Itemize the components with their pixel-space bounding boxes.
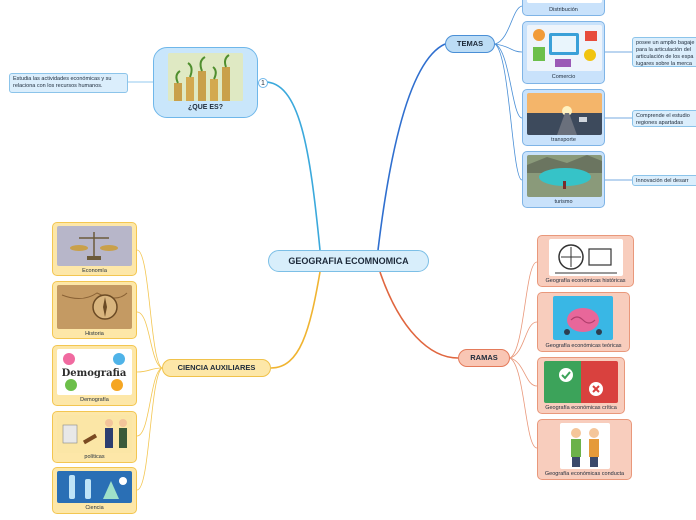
collapse-toggle[interactable]: 1 [258,78,268,88]
economia-image [57,226,132,266]
aux-item-economia[interactable]: Economía [52,222,137,276]
aux-item-label: Economía [82,268,107,274]
ramas-item-critica[interactable]: Geografía económicas crítica [537,357,625,414]
turismo-image [527,155,602,197]
temas-item-label: transporte [551,137,576,143]
transporte-image [527,93,602,135]
aux-item-demografia[interactable]: Demografia Demografía [52,345,137,406]
aux-item-historia[interactable]: Historia [52,281,137,339]
ramas-item-historicas[interactable]: Geografía económicas históricas [537,235,634,287]
que-es-note[interactable]: Estudia las actividades económicas y su … [9,73,128,93]
ramas-item-teoricas[interactable]: Geografía económicas teóricas [537,292,630,352]
aux-item-label: Demografía [80,397,109,403]
temas-item-distribucion[interactable]: Distribución [522,0,605,16]
ramas-item-label: Geografía económicas crítica [545,405,617,411]
temas-node[interactable]: TEMAS [445,35,495,53]
comercio-image [527,25,602,71]
aux-item-label: Historia [85,331,104,337]
aux-item-politicas[interactable]: políticas [52,411,137,463]
historia-image [57,285,132,329]
critica-image [544,361,618,403]
central-topic[interactable]: GEOGRAFIA ECOMNOMICA [268,250,429,272]
transporte-note[interactable]: Comprende el estudio regiones apartadas [632,110,696,127]
temas-item-label: Comercio [551,74,576,80]
temas-item-label: turismo [554,199,573,205]
ciencia-auxiliares-node[interactable]: CIENCIA AUXILIARES [162,359,271,377]
politicas-image [57,415,132,453]
comercio-note[interactable]: posee un amplio bagaje para la articulac… [632,37,696,67]
historicas-image [549,239,623,276]
temas-item-comercio[interactable]: Comercio [522,21,605,84]
demografia-image: Demografia [57,349,132,395]
conducta-image [560,423,610,469]
demografia-picture-text: Demografia [62,368,127,379]
que-es-label: ¿QUE ES? [187,104,223,111]
ciencia-image [57,471,132,503]
aux-item-label: Ciencia [85,505,104,511]
distribucion-image [527,0,602,3]
ramas-item-label: Geografía económicas conducta [544,471,625,477]
coins-plant-image [168,53,243,101]
temas-item-label: Distribución [549,7,578,13]
aux-item-ciencia[interactable]: Ciencia [52,467,137,514]
ramas-node[interactable]: RAMAS [458,349,510,367]
ramas-item-label: Geografía económicas históricas [545,278,626,284]
que-es-node[interactable]: ¿QUE ES? [153,47,258,118]
ramas-item-label: Geografía económicas teóricas [545,343,622,349]
teoricas-image [553,296,613,340]
turismo-note[interactable]: Innovación del desarr [632,175,696,186]
ramas-item-conducta[interactable]: Geografía económicas conducta [537,419,632,480]
temas-item-turismo[interactable]: turismo [522,151,605,208]
temas-item-transporte[interactable]: transporte [522,89,605,146]
aux-item-label: políticas [84,454,105,460]
